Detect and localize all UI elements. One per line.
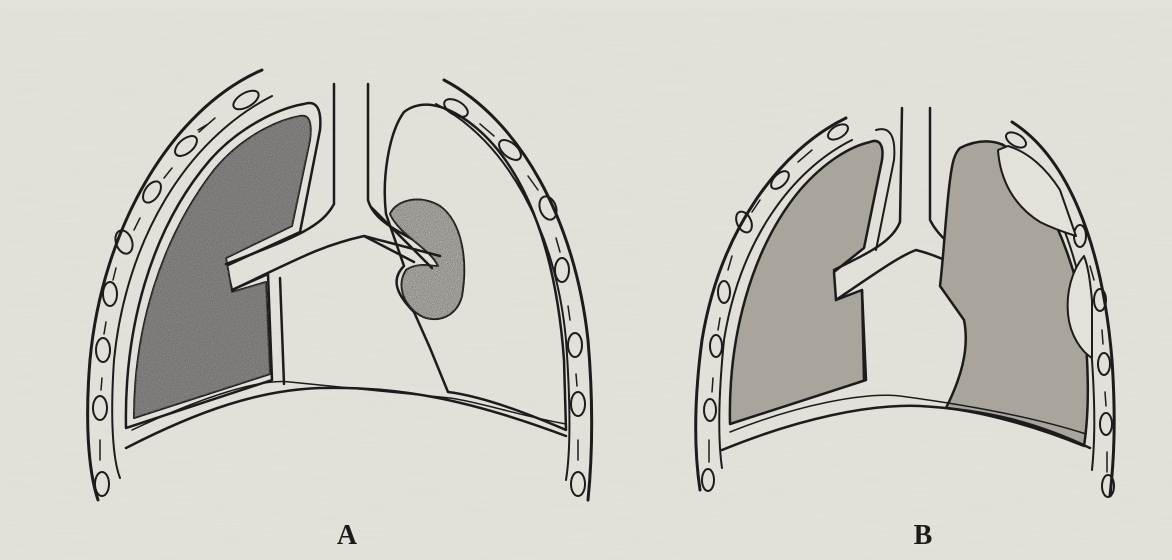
panel-label-b: B [893, 522, 953, 550]
panel-label-a: A [317, 522, 377, 550]
